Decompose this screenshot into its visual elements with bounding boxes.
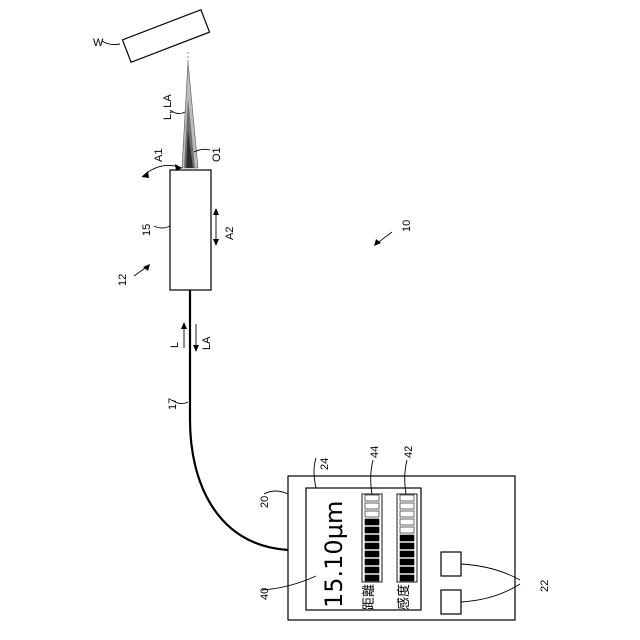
head-ref-leader: [154, 226, 170, 228]
distance-label: 距離: [362, 584, 377, 610]
distance-bar-segment: [365, 575, 379, 581]
sensitivity-bar-segment: [400, 559, 414, 565]
distance-bar-ref-label: 44: [369, 446, 381, 458]
buttons-ref-label: 22: [539, 580, 551, 592]
control-button-1[interactable]: [441, 552, 461, 576]
controller-ref-label: 20: [259, 496, 271, 508]
sensitivity-bar-segment: [400, 503, 414, 509]
optical-fiber: [190, 290, 288, 550]
buttons-ref-leader-1: [461, 564, 520, 580]
distance-bar-segment: [365, 543, 379, 549]
rotation-arrowhead-a1: [142, 171, 149, 178]
sensitivity-bar-segment: [400, 511, 414, 517]
distance-bar-segment: [365, 511, 379, 517]
sensitivity-bar-segment: [400, 495, 414, 501]
axis-a2-label: A2: [224, 227, 236, 240]
fiber-ref-label: 17: [167, 398, 179, 410]
system-ref-label: 10: [401, 220, 413, 232]
angle-a1-label: A1: [153, 149, 165, 162]
workpiece-w: [122, 10, 209, 63]
display-ref-leader: [314, 458, 316, 488]
light-beam: [182, 52, 198, 168]
distance-bar-segment: [365, 535, 379, 541]
sensitivity-bar-segment: [400, 535, 414, 541]
sensitivity-bar-segment: [400, 543, 414, 549]
sensor-ref-arrowhead: [143, 264, 150, 271]
sensor-head: [170, 170, 211, 290]
distance-bar-ref-leader: [371, 460, 373, 494]
light-out-arrow: [181, 322, 187, 348]
controller-ref-leader: [264, 491, 288, 494]
sensitivity-label: 感度: [396, 584, 412, 610]
system-ref-arrowhead: [374, 239, 381, 246]
distance-bar-segment: [365, 527, 379, 533]
measurement-readout: 15.10μm: [320, 501, 348, 608]
sensitivity-bar-segment: [400, 575, 414, 581]
distance-bar-segment: [365, 519, 379, 525]
sensitivity-bar-segment: [400, 527, 414, 533]
display-ref-label: 24: [319, 458, 331, 470]
light-out-label: L: [169, 342, 181, 348]
head-ref-label: 15: [141, 224, 153, 236]
workpiece-leader: [102, 41, 120, 45]
distance-bar-segment: [365, 551, 379, 557]
distance-bar-segment: [365, 567, 379, 573]
sensitivity-bar-segment: [400, 519, 414, 525]
workpiece-label: W: [93, 37, 104, 49]
optical-axis-label: O1: [211, 147, 223, 162]
sensor-ref-label: 12: [117, 274, 129, 286]
light-return-label: LA: [201, 336, 213, 350]
buttons-ref-leader-2: [461, 584, 520, 602]
axis-a2-arrow: [213, 208, 219, 246]
light-return-arrow: [193, 324, 199, 352]
sensitivity-bar-segments: [400, 495, 414, 581]
light-label: L, LA: [162, 94, 174, 120]
sensitivity-bar-segment: [400, 551, 414, 557]
control-button-2[interactable]: [441, 590, 461, 614]
sensitivity-bar-ref-label: 42: [403, 446, 415, 458]
distance-bar-segment: [365, 495, 379, 501]
sensitivity-bar-segment: [400, 567, 414, 573]
distance-bar-segments: [365, 495, 379, 581]
distance-bar-segment: [365, 559, 379, 565]
distance-bar-segment: [365, 503, 379, 509]
sensitivity-bar-ref-leader: [405, 460, 407, 494]
